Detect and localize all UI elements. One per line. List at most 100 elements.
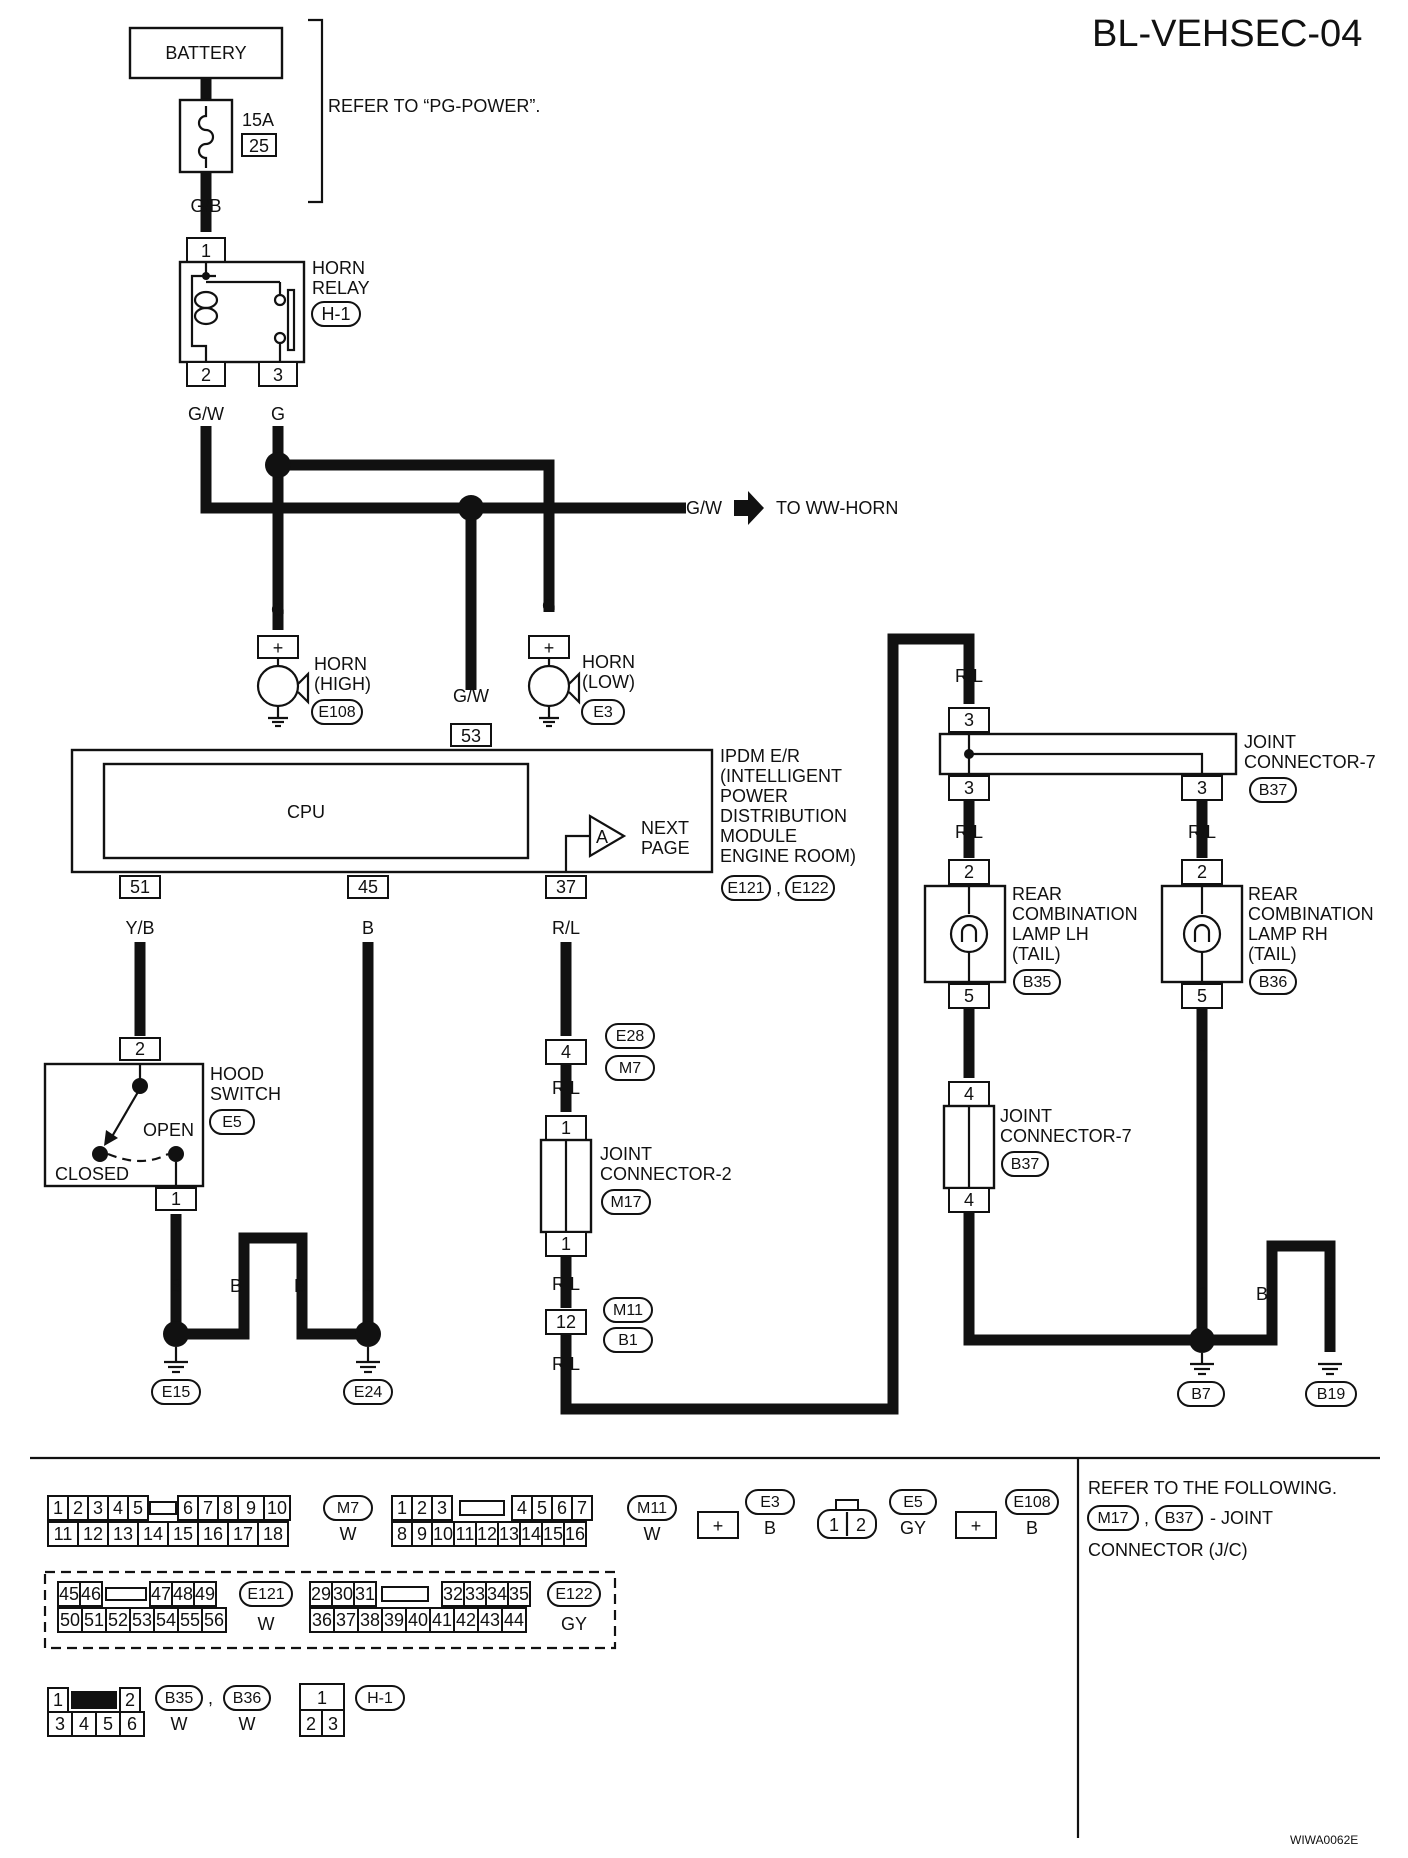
e121-pin — [193, 1581, 217, 1607]
e121-pin-label: 49 — [195, 1584, 215, 1604]
ipdm-code-e122 — [785, 875, 835, 901]
refer-code-b37 — [1155, 1505, 1203, 1531]
legend-e3-color: B — [764, 1518, 776, 1538]
ground-b19 — [1305, 1381, 1357, 1407]
legend-e121-color: W — [258, 1614, 275, 1634]
wire-color-b9: B — [1256, 1284, 1268, 1304]
m7-pin-label: 17 — [233, 1524, 253, 1544]
svg-text:,: , — [208, 1688, 213, 1708]
m7-pin-label: 3 — [93, 1498, 103, 1518]
m7-pin — [107, 1521, 139, 1547]
e122-pin — [357, 1607, 383, 1633]
ipdm-pin-51: 51 — [130, 877, 150, 897]
refer-following-suffix: - JOINT — [1210, 1508, 1273, 1528]
jc7-bottom-code — [1001, 1151, 1049, 1177]
code-b1-text: B1 — [618, 1332, 638, 1349]
jc7-top-pin-out1: 3 — [964, 778, 974, 798]
m7-pin — [263, 1495, 291, 1521]
m7-pin — [257, 1521, 289, 1547]
legend-e3-sign: + — [713, 1516, 724, 1536]
m7-pin-label: 2 — [73, 1498, 83, 1518]
m11-pin-label: 2 — [417, 1498, 427, 1518]
e122-key — [381, 1586, 429, 1602]
legend-b35-color: W — [171, 1714, 188, 1734]
ipdm-code-e121-text: E121 — [727, 880, 764, 897]
wire-color-b7: B — [1196, 1036, 1208, 1056]
horn-high-sign: + — [273, 638, 284, 658]
legend-e5-code — [889, 1489, 937, 1515]
e122-pin-label: 30 — [333, 1584, 353, 1604]
legend-e108-code-text: E108 — [1013, 1494, 1050, 1511]
m11-pin — [563, 1521, 587, 1547]
svg-text:,: , — [1144, 1508, 1149, 1528]
jc2-line1: JOINT — [600, 1144, 652, 1164]
hood-pin-2: 2 — [135, 1039, 145, 1059]
legend-b36-code — [223, 1685, 271, 1711]
lamp-lh-pin2: 2 — [964, 862, 974, 882]
ipdm-line4: DISTRIBUTION — [720, 806, 847, 826]
m7-pin-label: 14 — [143, 1524, 163, 1544]
arrow-right-icon — [734, 491, 764, 525]
horn-relay-line1: HORN — [312, 258, 365, 278]
lamp-icon — [949, 886, 989, 982]
ipdm-line1: IPDM E/R — [720, 746, 800, 766]
hood-switch-line1: HOOD — [210, 1064, 264, 1084]
legend-e108-color: B — [1026, 1518, 1038, 1538]
page-code: BL-VEHSEC-04 — [1092, 13, 1362, 55]
m11-pin-label: 12 — [477, 1524, 497, 1544]
m11-pin-label: 1 — [397, 1498, 407, 1518]
lamp-icon — [1182, 886, 1222, 982]
code-m11-text: M11 — [613, 1302, 643, 1319]
m11-pin-label: 4 — [517, 1498, 527, 1518]
refer-following-line1: REFER TO THE FOLLOWING. — [1088, 1478, 1337, 1498]
m7-pin-label: 6 — [183, 1498, 193, 1518]
wire-color-rl-5: R/L — [955, 666, 983, 686]
e122-pin — [381, 1607, 407, 1633]
ground-e15-text: E15 — [162, 1384, 191, 1401]
m7-pin-label: 7 — [203, 1498, 213, 1518]
lamp-lh-line2: COMBINATION — [1012, 904, 1138, 924]
wire-color-b10: B — [1324, 1284, 1336, 1304]
lamp-rh-line1: REAR — [1248, 884, 1298, 904]
legend-e3-face — [697, 1511, 739, 1539]
lamp-lh-code-text: B35 — [1023, 974, 1052, 991]
lamp-lh-pin5: 5 — [964, 986, 974, 1006]
m7-key — [149, 1501, 177, 1515]
lamp-rh-line2: COMBINATION — [1248, 904, 1374, 924]
m7-pin-label: 18 — [263, 1524, 283, 1544]
lamp-rh-pin2: 2 — [1197, 862, 1207, 882]
e28-pin: 4 — [561, 1042, 571, 1062]
lamp-rh-code — [1249, 969, 1297, 995]
jc2-pin-bottom: 1 — [561, 1234, 571, 1254]
m7-pin — [77, 1521, 109, 1547]
jc2-line2: CONNECTOR-2 — [600, 1164, 732, 1184]
e121-pin-label: 56 — [204, 1610, 224, 1630]
m11-key — [459, 1500, 505, 1516]
jc7-top-line2: CONNECTOR-7 — [1244, 752, 1376, 772]
e122-pin — [501, 1607, 527, 1633]
m7-pin-label: 16 — [203, 1524, 223, 1544]
m11-pin: 12 — [556, 1312, 576, 1332]
m7-pin-label: 8 — [223, 1498, 233, 1518]
e122-pin-label: 39 — [384, 1610, 404, 1630]
jc7-bottom-line1: JOINT — [1000, 1106, 1052, 1126]
wire-color-relay-g: G — [271, 404, 285, 424]
horn-low-line1: HORN — [582, 652, 635, 672]
ground-e24 — [343, 1379, 393, 1405]
m7-pin — [127, 1495, 149, 1521]
horn-low-code — [581, 699, 625, 725]
m11-pin-label: 9 — [417, 1524, 427, 1544]
code-b1 — [603, 1327, 653, 1353]
ipdm-pin-37: 37 — [556, 877, 576, 897]
ipdm-line5: MODULE — [720, 826, 797, 846]
b35-pin-label: 4 — [79, 1714, 89, 1734]
wire-color-b3: B — [294, 1276, 306, 1296]
ground-e24-text: E24 — [354, 1384, 383, 1401]
e122-pin-label: 40 — [408, 1610, 428, 1630]
e121-pin — [79, 1581, 103, 1607]
b35-pin-label: 3 — [55, 1714, 65, 1734]
legend-e108-sign: + — [971, 1516, 982, 1536]
horn-low-line2: (LOW) — [582, 672, 635, 692]
legend-e121-code-text: E121 — [247, 1586, 284, 1603]
